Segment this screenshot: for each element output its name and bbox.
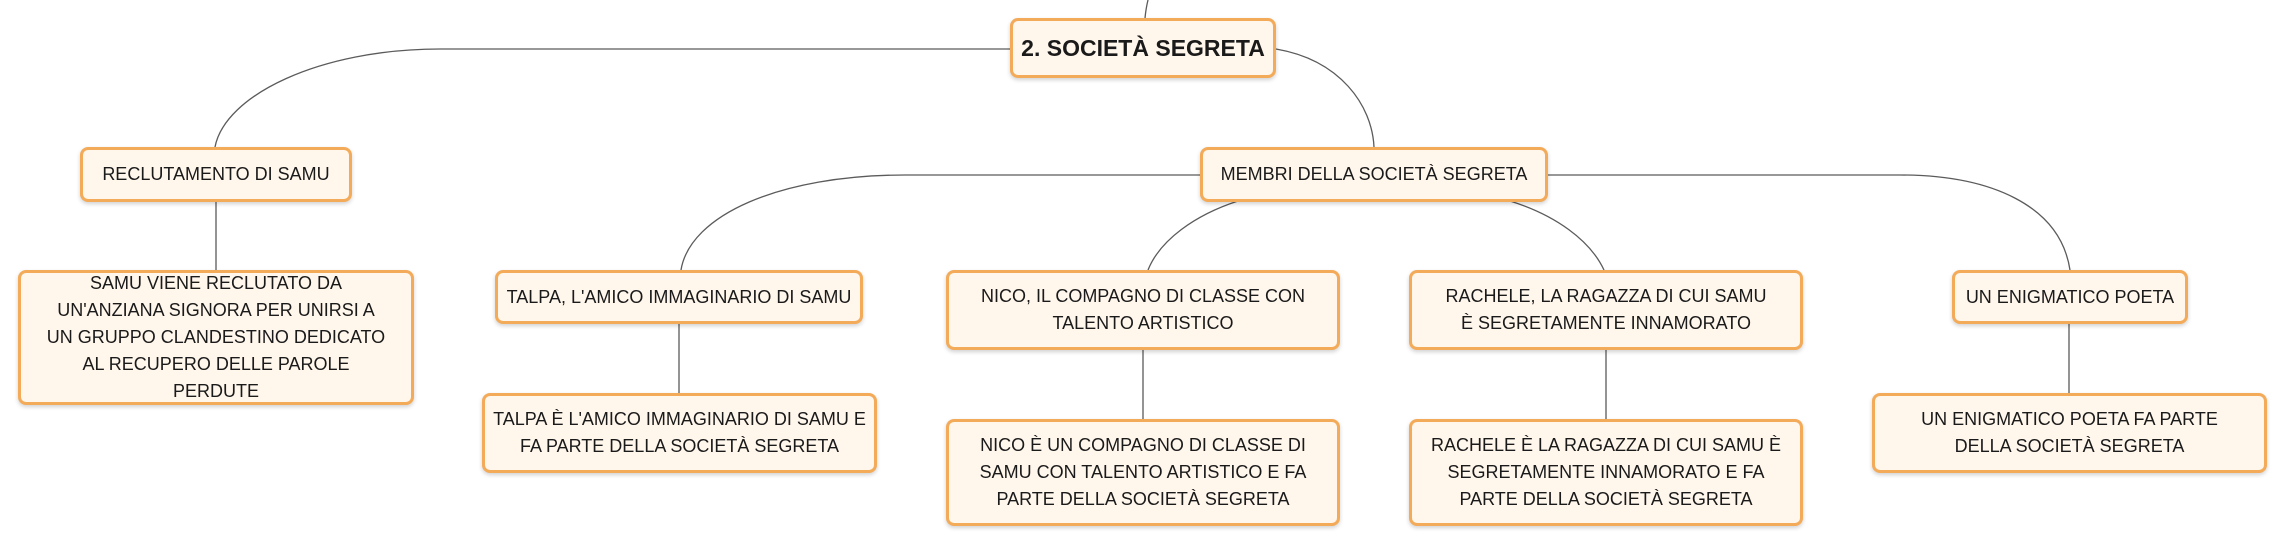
member-label: UN ENIGMATICO POETA xyxy=(1965,286,2175,307)
member-label: RACHELE, LA RAGAZZA DI CUI SAMU È SEGRET… xyxy=(1445,286,1767,333)
topic-label: RECLUTAMENTO DI SAMU xyxy=(102,164,330,184)
detail-node-reclutamento[interactable]: SAMU VIENE RECLUTATO DA UN'ANZIANA SIGNO… xyxy=(18,270,414,405)
member-detail-talpa[interactable]: TALPA È L'AMICO IMMAGINARIO DI SAMU E FA… xyxy=(482,393,877,473)
member-node-talpa[interactable]: TALPA, L'AMICO IMMAGINARIO DI SAMU xyxy=(495,270,863,324)
member-detail-poeta[interactable]: UN ENIGMATICO POETA FA PARTE DELLA SOCIE… xyxy=(1872,393,2267,473)
root-topic-label: 2. SOCIETÀ SEGRETA xyxy=(1021,34,1265,61)
connector-membri-rachele xyxy=(1509,200,1605,271)
member-detail-nico[interactable]: NICO È UN COMPAGNO DI CLASSE DI SAMU CON… xyxy=(946,419,1340,526)
member-label: NICO, IL COMPAGNO DI CLASSE CON TALENTO … xyxy=(980,286,1306,333)
detail-label: TALPA È L'AMICO IMMAGINARIO DI SAMU E FA… xyxy=(493,409,866,456)
detail-label: UN ENIGMATICO POETA FA PARTE DELLA SOCIE… xyxy=(1921,409,2218,456)
topic-node-membri[interactable]: MEMBRI DELLA SOCIETÀ SEGRETA xyxy=(1200,147,1548,202)
member-node-poeta[interactable]: UN ENIGMATICO POETA xyxy=(1952,270,2188,324)
connector-parent-link xyxy=(1144,0,1149,19)
connector-root-reclutamento xyxy=(214,48,1010,148)
connector-membri-poeta xyxy=(1548,174,2071,271)
member-node-rachele[interactable]: RACHELE, LA RAGAZZA DI CUI SAMU È SEGRET… xyxy=(1409,270,1803,350)
detail-label: RACHELE È LA RAGAZZA DI CUI SAMU È SEGRE… xyxy=(1430,435,1782,509)
member-detail-rachele[interactable]: RACHELE È LA RAGAZZA DI CUI SAMU È SEGRE… xyxy=(1409,419,1803,526)
root-topic-node[interactable]: 2. SOCIETÀ SEGRETA xyxy=(1010,18,1276,78)
connector-membri-talpa xyxy=(680,174,1200,271)
topic-label: MEMBRI DELLA SOCIETÀ SEGRETA xyxy=(1220,164,1528,184)
member-node-nico[interactable]: NICO, IL COMPAGNO DI CLASSE CON TALENTO … xyxy=(946,270,1340,350)
topic-node-reclutamento[interactable]: RECLUTAMENTO DI SAMU xyxy=(80,147,352,202)
detail-label: NICO È UN COMPAGNO DI CLASSE DI SAMU CON… xyxy=(979,435,1307,509)
detail-label: SAMU VIENE RECLUTATO DA UN'ANZIANA SIGNO… xyxy=(46,273,386,401)
connector-root-membri xyxy=(1275,48,1375,148)
member-label: TALPA, L'AMICO IMMAGINARIO DI SAMU xyxy=(506,286,852,307)
connector-membri-nico xyxy=(1147,200,1239,271)
